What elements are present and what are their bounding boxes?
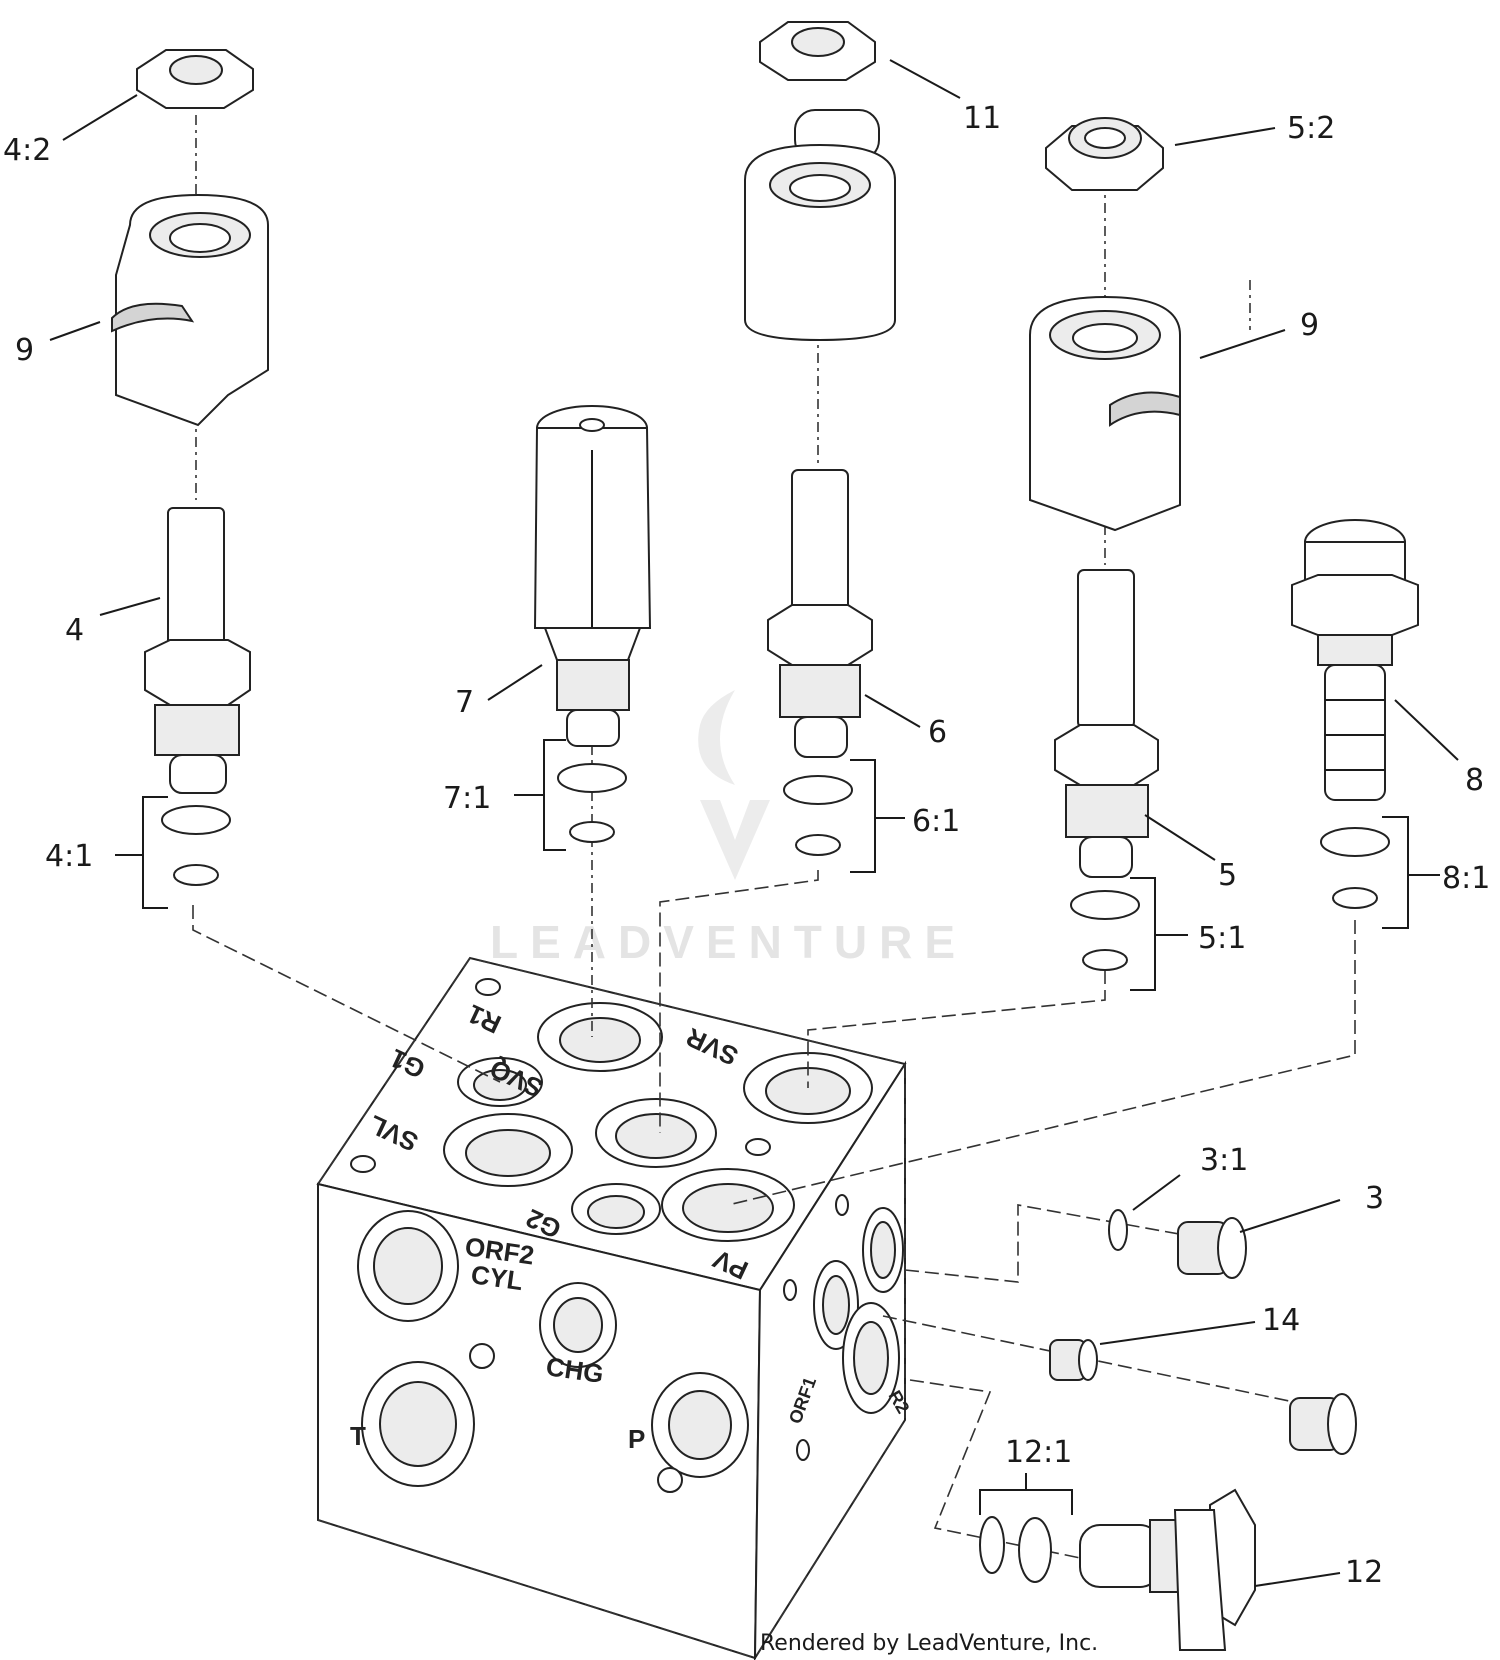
plug-lower — [1289, 1393, 1357, 1455]
valve-6 — [767, 469, 873, 758]
orifice-14 — [1049, 1339, 1098, 1381]
plug-3 — [1177, 1217, 1247, 1279]
callout-3-1: 3:1 — [1200, 1143, 1248, 1178]
leader-lines — [49, 59, 1459, 1587]
seal-3-1 — [1108, 1209, 1128, 1251]
callout-labels: 4:2 9 4 4:1 11 7 7:1 6 6:1 5:2 9 5 5:1 8… — [3, 101, 1490, 1590]
seals-5-1 — [1070, 890, 1140, 971]
watermark-logo-icon — [698, 690, 770, 880]
footer-credit: Rendered by LeadVenture, Inc. — [760, 1631, 1098, 1656]
coil-9-right — [1029, 295, 1181, 532]
valve-8 — [1291, 519, 1419, 801]
callout-3: 3 — [1365, 1181, 1384, 1216]
callout-7: 7 — [455, 685, 474, 720]
callout-7-1: 7:1 — [443, 781, 491, 816]
seals-12-1 — [979, 1516, 1052, 1583]
callout-8-1: 8:1 — [1442, 861, 1490, 896]
coil-9-left — [111, 193, 269, 427]
nut-5-2 — [1045, 117, 1164, 191]
manifold-block — [316, 956, 907, 1660]
callout-4-2: 4:2 — [3, 133, 51, 168]
callout-5-2: 5:2 — [1287, 111, 1335, 146]
watermark: LEADVENTURE — [490, 690, 967, 968]
callout-14: 14 — [1262, 1303, 1300, 1338]
valve-12 — [1079, 1488, 1256, 1651]
callout-6: 6 — [928, 715, 947, 750]
seals-4-1 — [161, 805, 231, 886]
nut-11 — [759, 21, 876, 81]
callout-5-1: 5:1 — [1198, 921, 1246, 956]
callout-4-1: 4:1 — [45, 839, 93, 874]
callout-9-right: 9 — [1300, 308, 1319, 343]
seals-8-1 — [1320, 827, 1390, 909]
valve-4 — [144, 507, 251, 794]
port-label-t: T — [350, 1421, 366, 1451]
callout-5: 5 — [1218, 858, 1237, 893]
seals-7-1 — [557, 763, 627, 843]
port-label-p: P — [628, 1424, 645, 1454]
callout-12: 12 — [1345, 1555, 1383, 1590]
seals-6-1 — [783, 775, 853, 856]
port-label-cyl: CYL — [469, 1259, 525, 1296]
callout-8: 8 — [1465, 763, 1484, 798]
coil-11 — [744, 109, 896, 342]
callout-6-1: 6:1 — [912, 804, 960, 839]
valve-5 — [1054, 569, 1159, 878]
callout-9-left: 9 — [15, 333, 34, 368]
callout-12-1: 12:1 — [1005, 1435, 1072, 1470]
nut-4-2 — [136, 49, 254, 109]
callout-11: 11 — [963, 101, 1001, 136]
valve-7 — [533, 405, 652, 747]
watermark-text: LEADVENTURE — [490, 916, 967, 968]
callout-4: 4 — [65, 613, 84, 648]
